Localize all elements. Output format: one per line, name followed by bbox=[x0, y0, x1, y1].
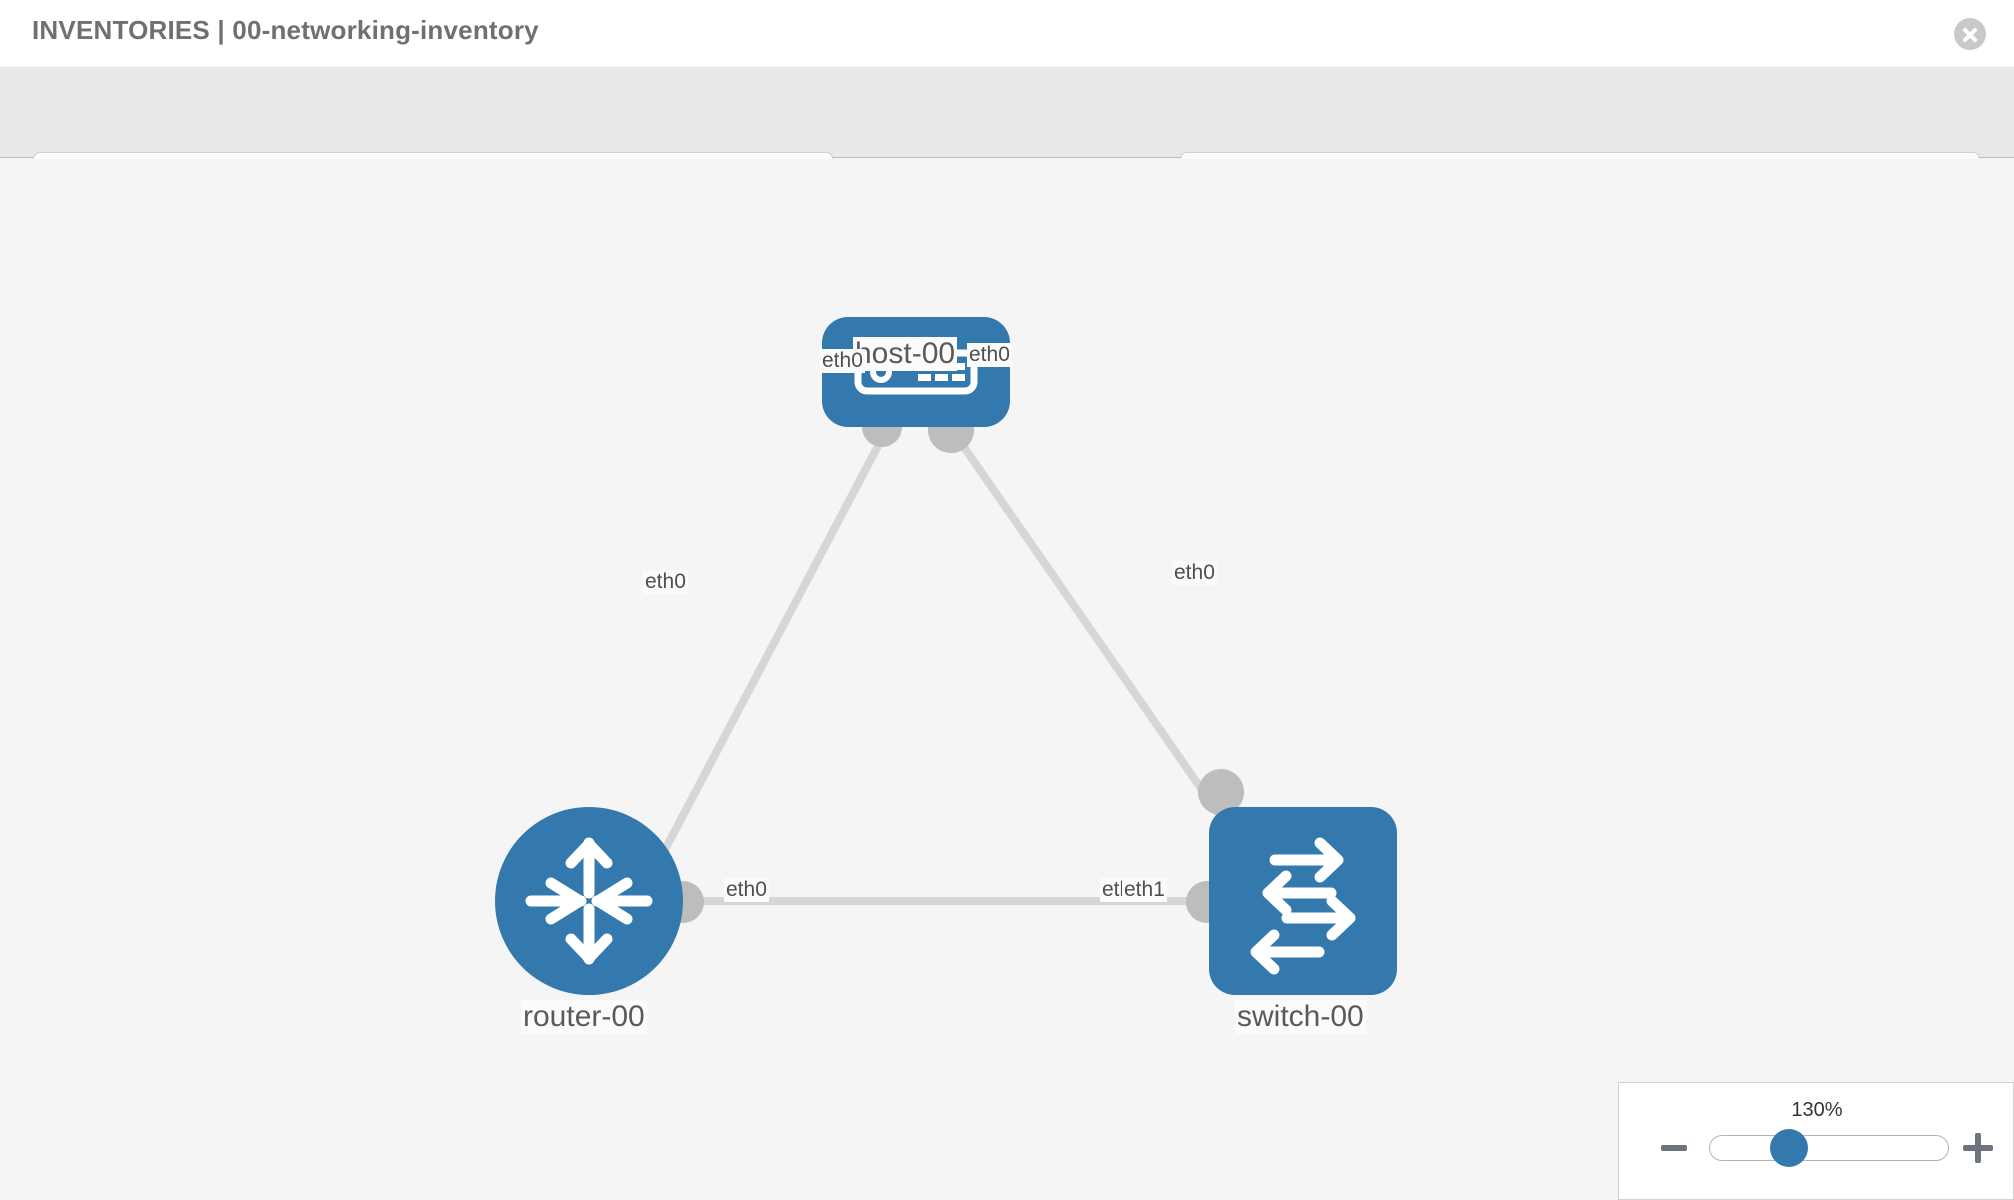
topology-edges bbox=[656, 424, 1247, 905]
page-title: INVENTORIES | 00-networking-inventory bbox=[32, 15, 539, 45]
plus-icon-stroke-h bbox=[1963, 1145, 1993, 1151]
zoom-level-value: 130% bbox=[1791, 1099, 1843, 1121]
zoom-in-button[interactable] bbox=[1963, 1133, 1993, 1163]
node-label-switch-00: switch-00 bbox=[1235, 1000, 1366, 1034]
node-switch-00[interactable] bbox=[1209, 807, 1397, 995]
interface-label: eth0 bbox=[724, 878, 769, 902]
router-icon bbox=[525, 837, 653, 965]
toolbar: ACTIONS SEARCH bbox=[0, 68, 2014, 200]
node-router-00[interactable] bbox=[495, 807, 683, 995]
edge-host-switch bbox=[946, 424, 1247, 852]
interface-label: eth0 bbox=[967, 343, 1012, 367]
topology-canvas[interactable]: host-00 router-00 switch-00 eth0 eth0 et… bbox=[0, 159, 2014, 1200]
node-label-host-00: host-00 bbox=[853, 337, 958, 371]
zoom-control-panel: 130% bbox=[1618, 1082, 2014, 1200]
interface-label: eth0 bbox=[1172, 561, 1217, 585]
zoom-slider-thumb[interactable] bbox=[1770, 1129, 1808, 1167]
zoom-out-button[interactable] bbox=[1661, 1145, 1687, 1151]
interface-label: eth0 bbox=[820, 349, 865, 373]
edge-host-router bbox=[656, 425, 892, 861]
node-label-router-00: router-00 bbox=[521, 1000, 647, 1034]
topology-graph: host-00 router-00 switch-00 eth0 eth0 et… bbox=[0, 159, 2014, 1200]
switch-icon bbox=[1250, 837, 1356, 975]
page-header: INVENTORIES | 00-networking-inventory bbox=[0, 0, 2014, 68]
close-icon[interactable] bbox=[1954, 18, 1986, 50]
interface-label: eth1 bbox=[1122, 878, 1167, 902]
interface-label: eth0 bbox=[643, 570, 688, 594]
zoom-slider-track[interactable] bbox=[1709, 1135, 1949, 1161]
